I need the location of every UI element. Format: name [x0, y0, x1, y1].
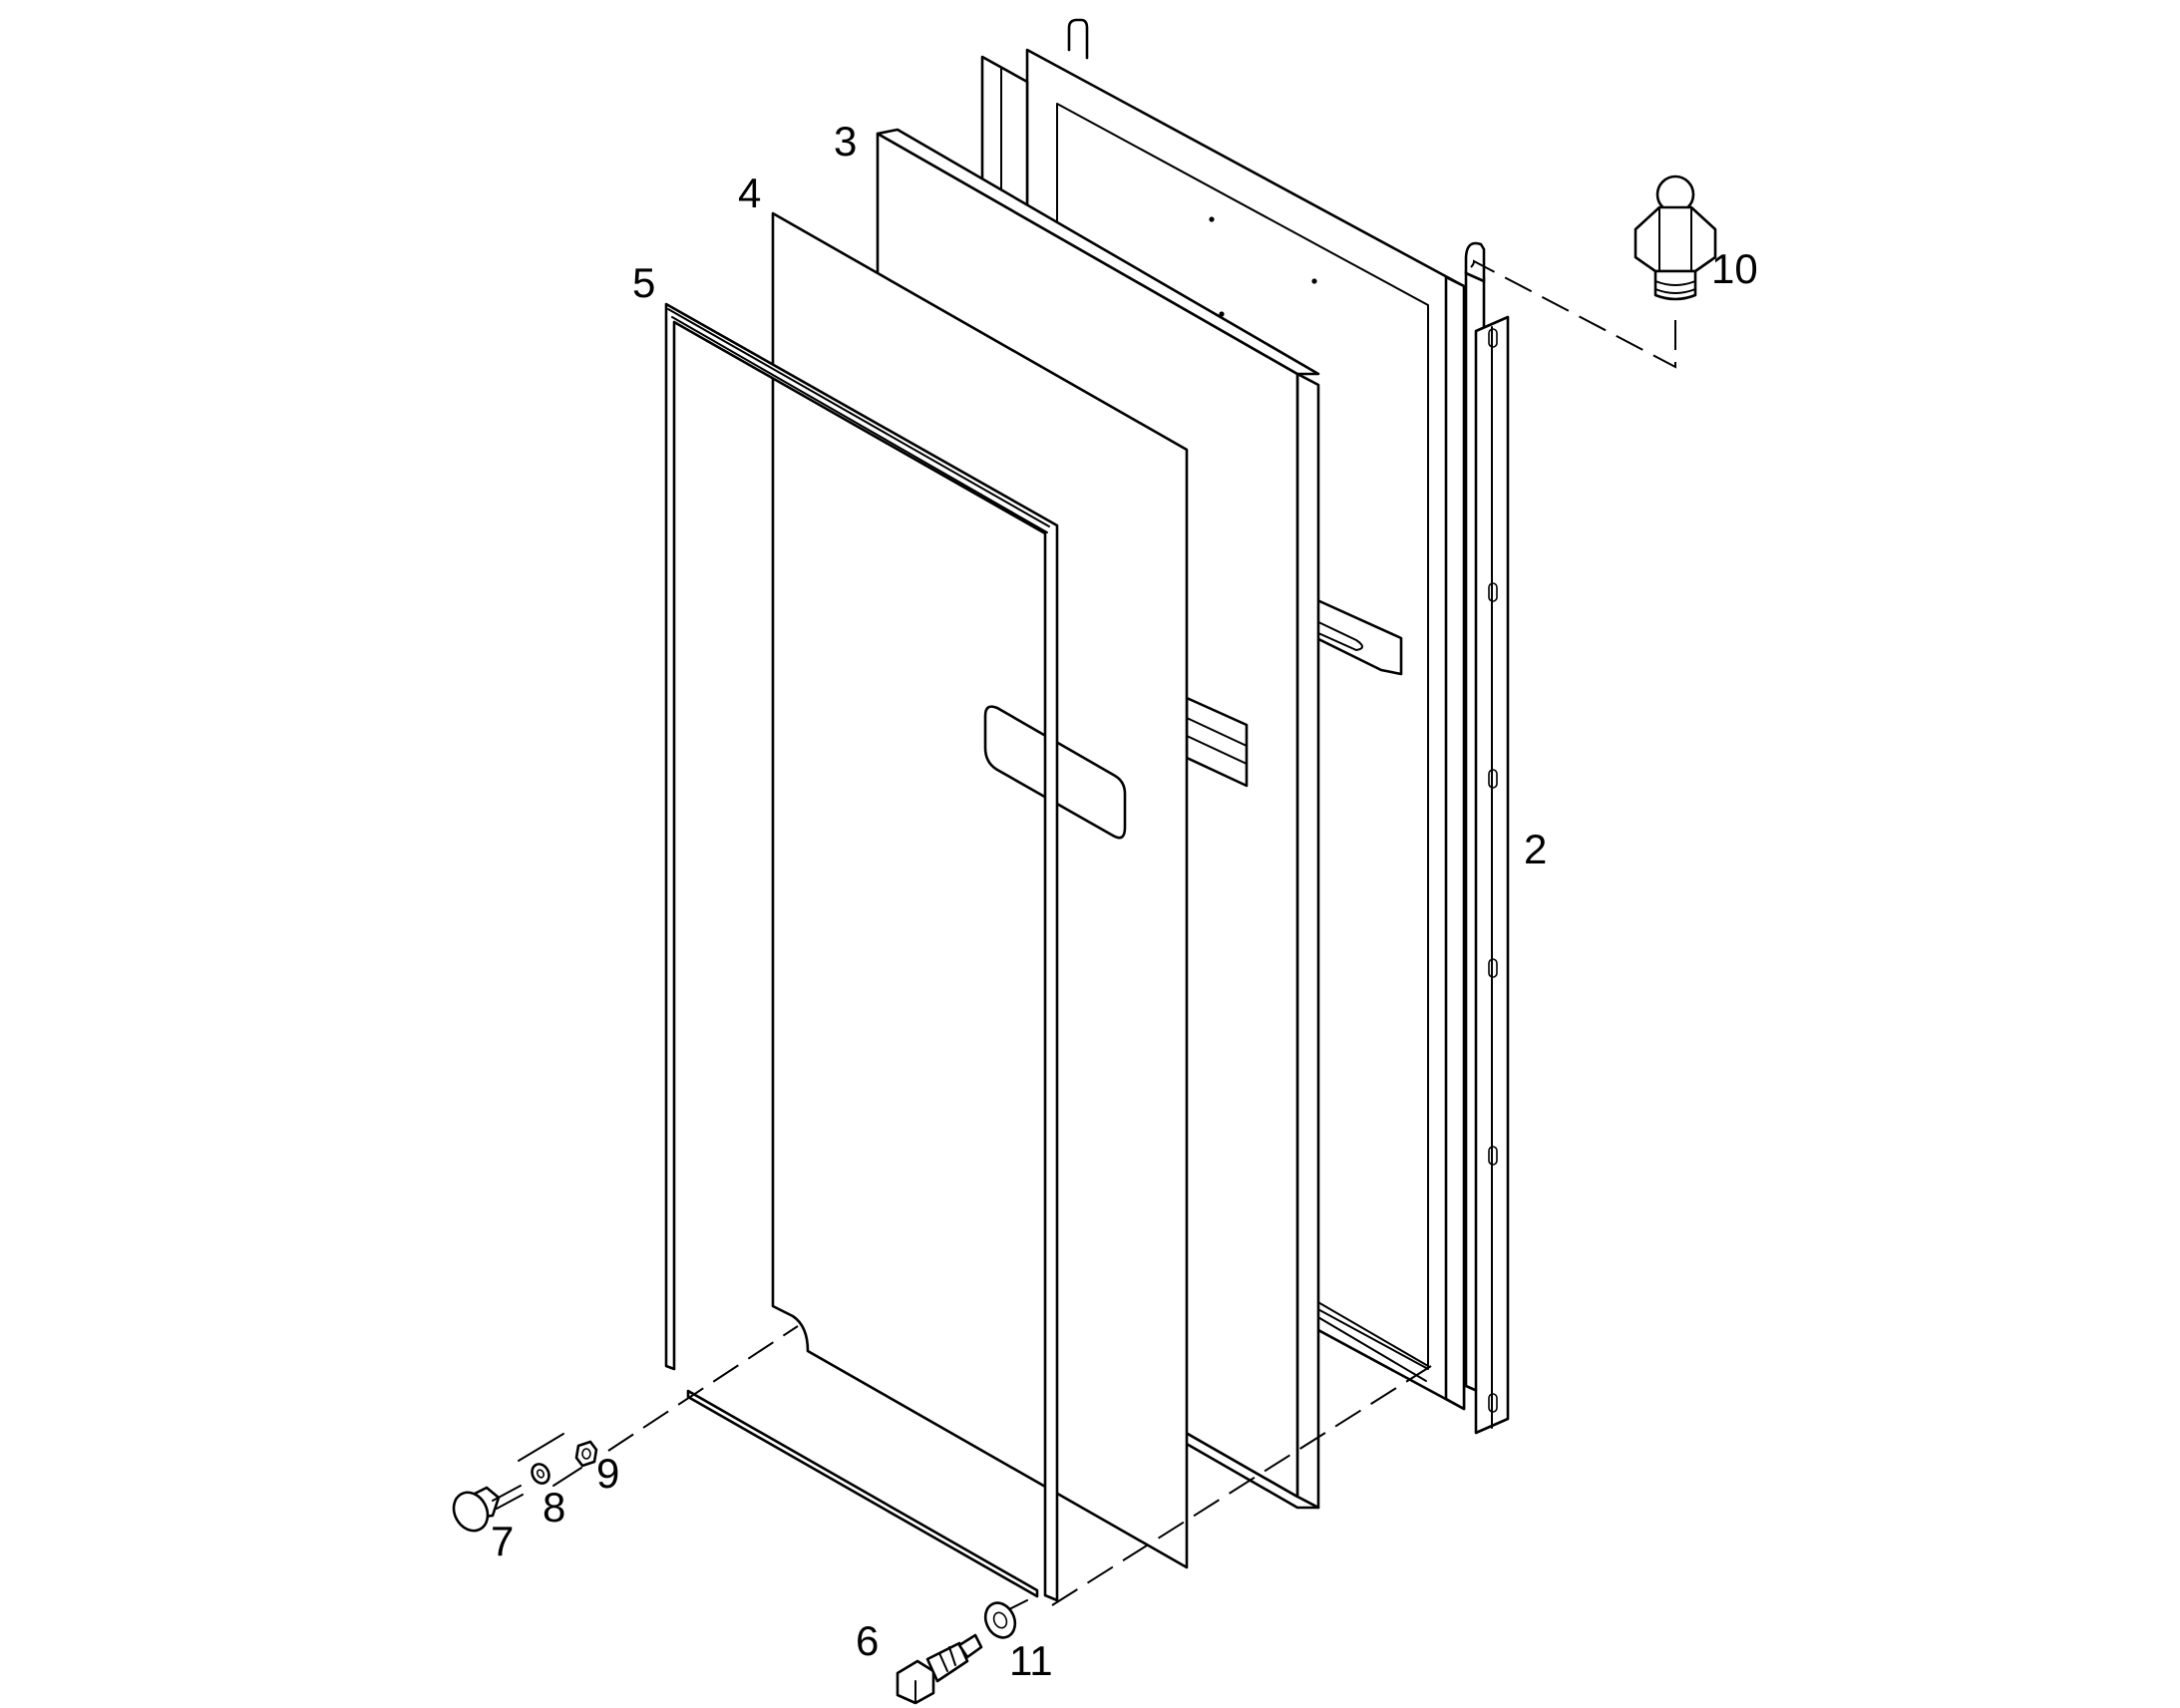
callout-5: 5: [632, 259, 655, 306]
knob-part-7: [452, 1485, 524, 1533]
callout-8: 8: [543, 1484, 565, 1531]
callout-4: 4: [738, 170, 761, 216]
inner-sheet-part-4: [771, 211, 1189, 1569]
washer-part-8: [531, 1463, 550, 1485]
hinge-strip-part-2: [1464, 241, 1510, 1435]
bolt-part-6: [896, 1633, 983, 1705]
nut-part-9: [574, 1440, 598, 1468]
callout-2: 2: [1524, 826, 1547, 872]
washer-part-11: [983, 1601, 1017, 1639]
callout-labels: 2 3 4 5 6 7 8 9 10 11: [491, 118, 1758, 1684]
panel-3-bracket: [1185, 696, 1249, 788]
callout-6: 6: [856, 1617, 879, 1664]
leader-lines: [518, 259, 1676, 1616]
callout-7: 7: [491, 1518, 514, 1564]
gasket-part-5: [664, 302, 1059, 1602]
grease-nipple-part-10: [1634, 174, 1717, 301]
callout-3: 3: [834, 118, 857, 165]
callout-10: 10: [1711, 245, 1758, 292]
callout-9: 9: [596, 1450, 619, 1497]
callout-11: 11: [1009, 1637, 1053, 1684]
